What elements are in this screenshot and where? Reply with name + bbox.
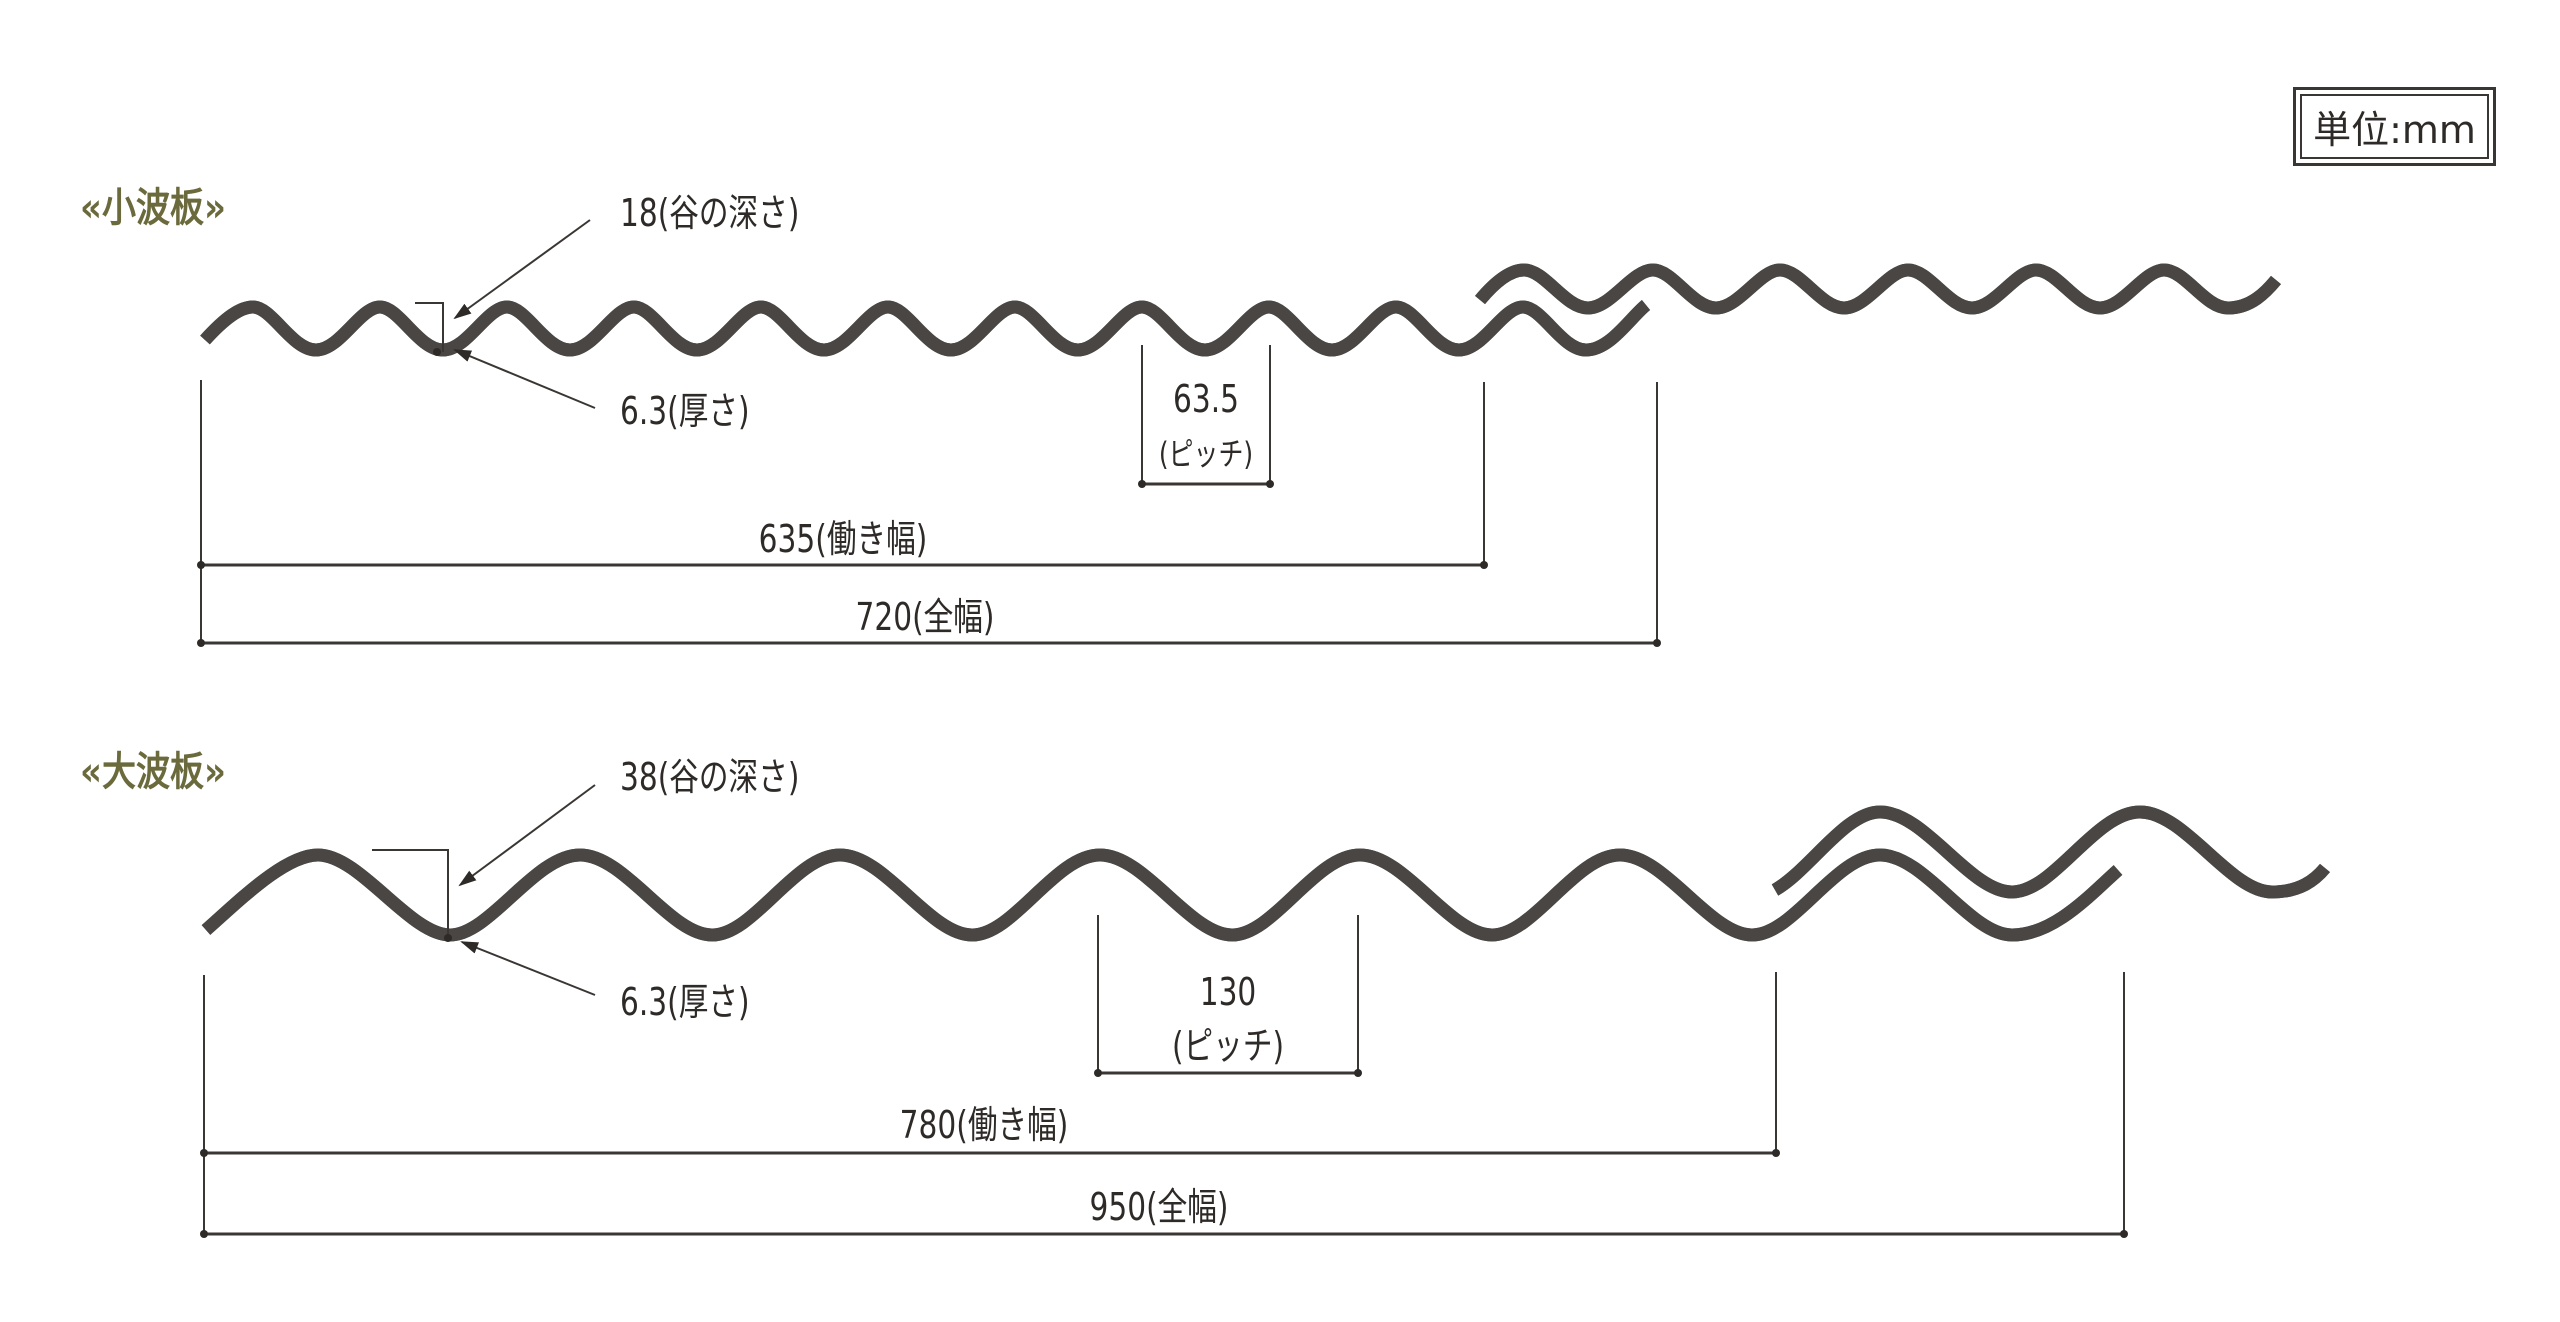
- small-pitch-label: (ピッチ): [1158, 435, 1254, 473]
- large-pitch-value: 130: [1199, 970, 1257, 1014]
- unit-box: 単位:mm: [2293, 87, 2496, 166]
- large-depth-label: 38(谷の深さ): [620, 755, 800, 799]
- small-depth-label: 18(谷の深さ): [620, 191, 800, 235]
- small-sheet-profile: [205, 263, 2276, 357]
- small-dimension-lines: [197, 219, 1661, 647]
- small-working-width-label: 635(働き幅): [758, 517, 928, 561]
- large-pitch-label: (ピッチ): [1171, 1024, 1285, 1068]
- large-working-width-label: 780(働き幅): [899, 1103, 1069, 1147]
- small-total-width-label: 720(全幅): [855, 595, 995, 639]
- large-sheet-title: «大波板»: [80, 749, 226, 795]
- small-pitch-value: 63.5: [1173, 377, 1239, 421]
- small-thickness-label: 6.3(厚さ): [620, 389, 750, 433]
- large-sheet-profile: [206, 805, 2325, 942]
- large-total-width-label: 950(全幅): [1089, 1185, 1229, 1229]
- large-thickness-label: 6.3(厚さ): [620, 980, 750, 1024]
- small-sheet-title: «小波板»: [80, 185, 226, 231]
- unit-label: 単位:mm: [2300, 94, 2489, 159]
- large-dimension-lines: [200, 784, 2128, 1238]
